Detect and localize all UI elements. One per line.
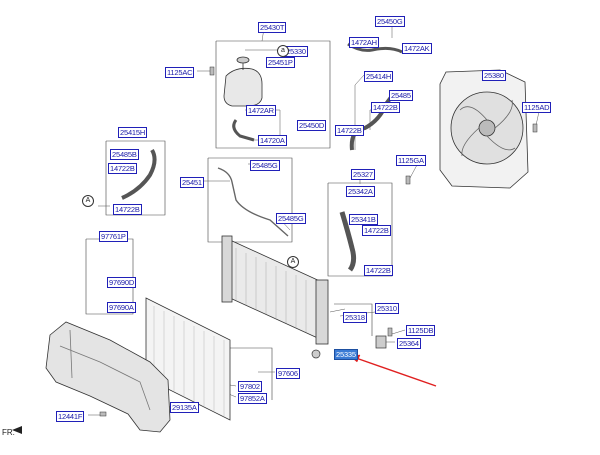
label-25430T: 25430T bbox=[258, 22, 287, 33]
mount-drawing bbox=[311, 349, 321, 359]
label-1125DB: 1125DB bbox=[406, 325, 436, 336]
reservoir-tank-drawing bbox=[223, 56, 263, 142]
condenser-drawing bbox=[145, 297, 231, 421]
label-97761P: 97761P bbox=[99, 231, 128, 242]
label-14722B-f: 14722B bbox=[364, 265, 393, 276]
label-25485G-a: 25485G bbox=[250, 160, 280, 171]
label-25310: 25310 bbox=[375, 303, 399, 314]
label-25485B: 25485B bbox=[110, 149, 139, 160]
label-1472AH: 1472AH bbox=[349, 37, 379, 48]
label-25341B: 25341B bbox=[349, 214, 378, 225]
highlight-arrow bbox=[349, 354, 437, 387]
label-1125AC: 1125AC bbox=[165, 67, 195, 78]
label-25451: 25451 bbox=[180, 177, 204, 188]
bracket-group-line bbox=[334, 303, 373, 336]
label-12441F: 12441F bbox=[56, 411, 85, 422]
label-25335-highlighted[interactable]: 25335 bbox=[334, 349, 358, 360]
marker-a: a bbox=[277, 45, 289, 57]
breather-hose-group-box bbox=[207, 157, 293, 243]
label-25485G-b: 25485G bbox=[276, 213, 306, 224]
label-14722B-e: 14722B bbox=[362, 225, 391, 236]
outlet-hose-group-box bbox=[327, 182, 393, 277]
label-25414H: 25414H bbox=[364, 71, 394, 82]
label-1472AR: 1472AR bbox=[246, 105, 276, 116]
label-29135A: 29135A bbox=[170, 402, 199, 413]
reservoir-group-box bbox=[215, 40, 331, 149]
label-14722B-c: 14722B bbox=[108, 163, 137, 174]
label-25450D: 25450D bbox=[297, 120, 327, 131]
label-25342A: 25342A bbox=[346, 186, 375, 197]
front-direction-label: FR. bbox=[2, 428, 15, 437]
label-25364: 25364 bbox=[397, 338, 421, 349]
label-97606: 97606 bbox=[276, 368, 300, 379]
outlet-hose-drawing bbox=[339, 211, 357, 272]
label-14722B-d: 14722B bbox=[113, 204, 142, 215]
bracket-drawing bbox=[375, 335, 387, 349]
breather-hose-drawing bbox=[217, 167, 289, 237]
lower-hose-drawing bbox=[121, 148, 157, 200]
condenser-group-line bbox=[227, 347, 273, 400]
label-1472AK: 1472AK bbox=[402, 43, 432, 54]
label-97690D: 97690D bbox=[107, 277, 137, 288]
marker-A-left: A bbox=[82, 195, 94, 207]
label-1125AD: 1125AD bbox=[522, 102, 552, 113]
fr-arrow bbox=[12, 426, 22, 434]
carrier-drawing bbox=[45, 321, 171, 433]
label-25318: 25318 bbox=[343, 312, 367, 323]
label-25451P: 25451P bbox=[266, 57, 295, 68]
label-14722B-a: 14722B bbox=[371, 102, 400, 113]
label-1125GA: 1125GA bbox=[396, 155, 426, 166]
label-25380: 25380 bbox=[482, 70, 506, 81]
fan-shroud-drawing bbox=[439, 69, 529, 189]
label-97690A: 97690A bbox=[107, 302, 136, 313]
label-14722B-b: 14722B bbox=[335, 125, 364, 136]
label-25327: 25327 bbox=[351, 169, 375, 180]
label-97802: 97802 bbox=[238, 381, 262, 392]
label-14720A: 14720A bbox=[258, 135, 287, 146]
radiator-drawing bbox=[221, 235, 329, 345]
label-25485-top: 25485 bbox=[389, 90, 413, 101]
marker-A-right: A bbox=[287, 256, 299, 268]
label-25450G: 25450G bbox=[375, 16, 405, 27]
label-25415H: 25415H bbox=[118, 127, 148, 138]
label-97852A: 97852A bbox=[238, 393, 267, 404]
lower-hose-group-box bbox=[105, 140, 166, 216]
